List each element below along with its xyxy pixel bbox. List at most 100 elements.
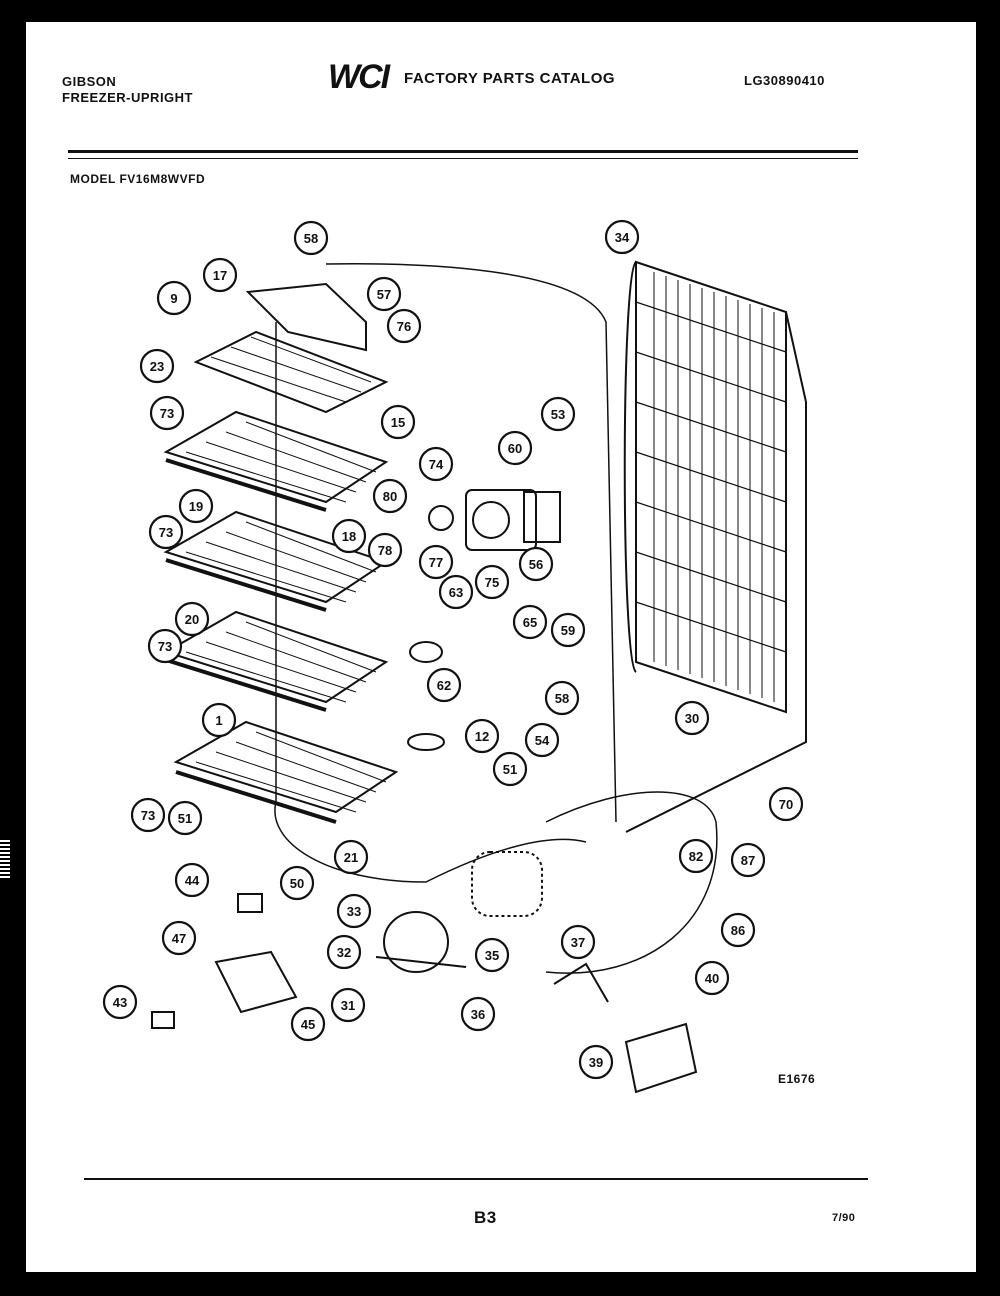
callout-label: 63 — [449, 585, 463, 600]
callout-label: 21 — [344, 850, 358, 865]
callout-label: 51 — [178, 811, 192, 826]
brand-name: GIBSON — [62, 74, 117, 89]
callout-label: 18 — [342, 529, 356, 544]
callout-51: 51 — [167, 800, 203, 836]
callout-circle — [578, 1044, 614, 1080]
callout-circle — [331, 518, 367, 554]
callout-label: 65 — [523, 615, 537, 630]
callout-40: 40 — [694, 960, 730, 996]
callout-label: 53 — [551, 407, 565, 422]
callout-circle — [372, 478, 408, 514]
callout-86: 86 — [720, 912, 756, 948]
callout-62: 62 — [426, 667, 462, 703]
callout-circle — [438, 574, 474, 610]
callout-label: 32 — [337, 945, 351, 960]
callout-1: 1 — [201, 702, 237, 738]
callout-label: 45 — [301, 1017, 315, 1032]
callout-circle — [678, 838, 714, 874]
callout-34: 34 — [604, 219, 640, 255]
wci-logo: WCI — [328, 58, 390, 96]
callout-18: 18 — [331, 518, 367, 554]
callout-75: 75 — [474, 564, 510, 600]
heater-clip — [409, 641, 443, 663]
callout-circle — [367, 532, 403, 568]
product-type: FREEZER-UPRIGHT — [62, 90, 193, 105]
callout-circle — [293, 220, 329, 256]
callout-15: 15 — [380, 404, 416, 440]
callout-label: 75 — [485, 575, 499, 590]
callout-circle — [518, 546, 554, 582]
callout-circle — [720, 912, 756, 948]
callout-30: 30 — [674, 700, 710, 736]
callout-circle — [464, 718, 500, 754]
callout-circle — [290, 1006, 326, 1042]
callout-circle — [333, 839, 369, 875]
callout-circle — [148, 514, 184, 550]
callout-53: 53 — [540, 396, 576, 432]
callout-circle — [102, 984, 138, 1020]
callout-circle — [418, 446, 454, 482]
callout-23: 23 — [139, 348, 175, 384]
callout-circle — [139, 348, 175, 384]
callout-label: 37 — [571, 935, 585, 950]
callout-circle — [540, 396, 576, 432]
callout-label: 35 — [485, 948, 499, 963]
callout-circle — [418, 544, 454, 580]
compressor — [375, 851, 543, 973]
callout-label: 80 — [383, 489, 397, 504]
callout-circle — [174, 862, 210, 898]
power-cord — [553, 962, 609, 1003]
callout-circle — [512, 604, 548, 640]
light-socket — [407, 733, 445, 751]
callout-76: 76 — [386, 308, 422, 344]
brand-block: GIBSON FREEZER-UPRIGHT — [62, 74, 193, 106]
callout-label: 9 — [170, 291, 177, 306]
callout-label: 36 — [471, 1007, 485, 1022]
callout-circle — [694, 960, 730, 996]
callout-20: 20 — [174, 601, 210, 637]
callout-label: 31 — [341, 998, 355, 1013]
revision-date: 7/90 — [832, 1212, 856, 1224]
footer-rule — [84, 1178, 868, 1180]
callout-circle — [426, 667, 462, 703]
callout-44: 44 — [174, 862, 210, 898]
callout-label: 15 — [391, 415, 405, 430]
callout-82: 82 — [678, 838, 714, 874]
callout-circle — [386, 308, 422, 344]
header-rule-thick — [68, 150, 858, 153]
callout-circle — [149, 395, 185, 431]
callout-circle — [380, 404, 416, 440]
callout-label: 73 — [158, 639, 172, 654]
callout-label: 87 — [741, 853, 755, 868]
callout-label: 43 — [113, 995, 127, 1010]
callout-circle — [560, 924, 596, 960]
callout-label: 47 — [172, 931, 186, 946]
suction-line — [274, 322, 587, 883]
fan-assembly — [428, 489, 561, 551]
callout-circle — [474, 564, 510, 600]
callout-circle — [497, 430, 533, 466]
callout-label: 62 — [437, 678, 451, 693]
callout-39: 39 — [578, 1044, 614, 1080]
callout-54: 54 — [524, 722, 560, 758]
callout-31: 31 — [330, 987, 366, 1023]
callout-circle — [178, 488, 214, 524]
callout-label: 34 — [615, 230, 630, 245]
terminal-board — [214, 950, 298, 1014]
drain-line — [545, 791, 718, 974]
callout-59: 59 — [550, 612, 586, 648]
callout-circle — [460, 996, 496, 1032]
callout-circle — [161, 920, 197, 956]
callout-9: 9 — [156, 280, 192, 316]
callout-58: 58 — [544, 680, 580, 716]
condenser-coil — [623, 260, 807, 833]
callout-circle — [174, 601, 210, 637]
callout-35: 35 — [474, 937, 510, 973]
callout-circle — [768, 786, 804, 822]
callout-label: 74 — [429, 457, 444, 472]
callout-circle — [604, 219, 640, 255]
callout-label: 58 — [555, 691, 569, 706]
callout-78: 78 — [367, 532, 403, 568]
